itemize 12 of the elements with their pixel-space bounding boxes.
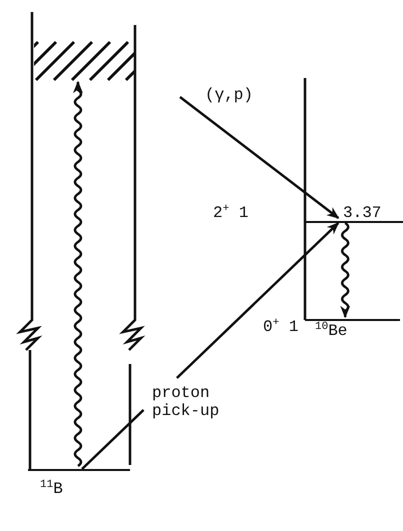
- nucleus-label: $^{11}$B: [40, 481, 63, 497]
- spin-parity-label: 2$^{+}$ 1: [213, 205, 248, 221]
- continuum-hatch: [34, 40, 134, 82]
- gamma-decay-arrow: [340, 222, 350, 318]
- reaction-arrow: [80, 222, 340, 470]
- spin-parity-label: 0$^{+}$ 1: [263, 319, 298, 335]
- nucleus-label: $^{10}$Be: [315, 323, 348, 339]
- gamma-emission-arrow: [72, 80, 83, 467]
- energy-level-line: [305, 205, 403, 223]
- edge-label: (γ,p): [205, 86, 254, 104]
- nucleus-label: 3.37: [343, 205, 382, 221]
- reaction-arrow: [179, 96, 340, 219]
